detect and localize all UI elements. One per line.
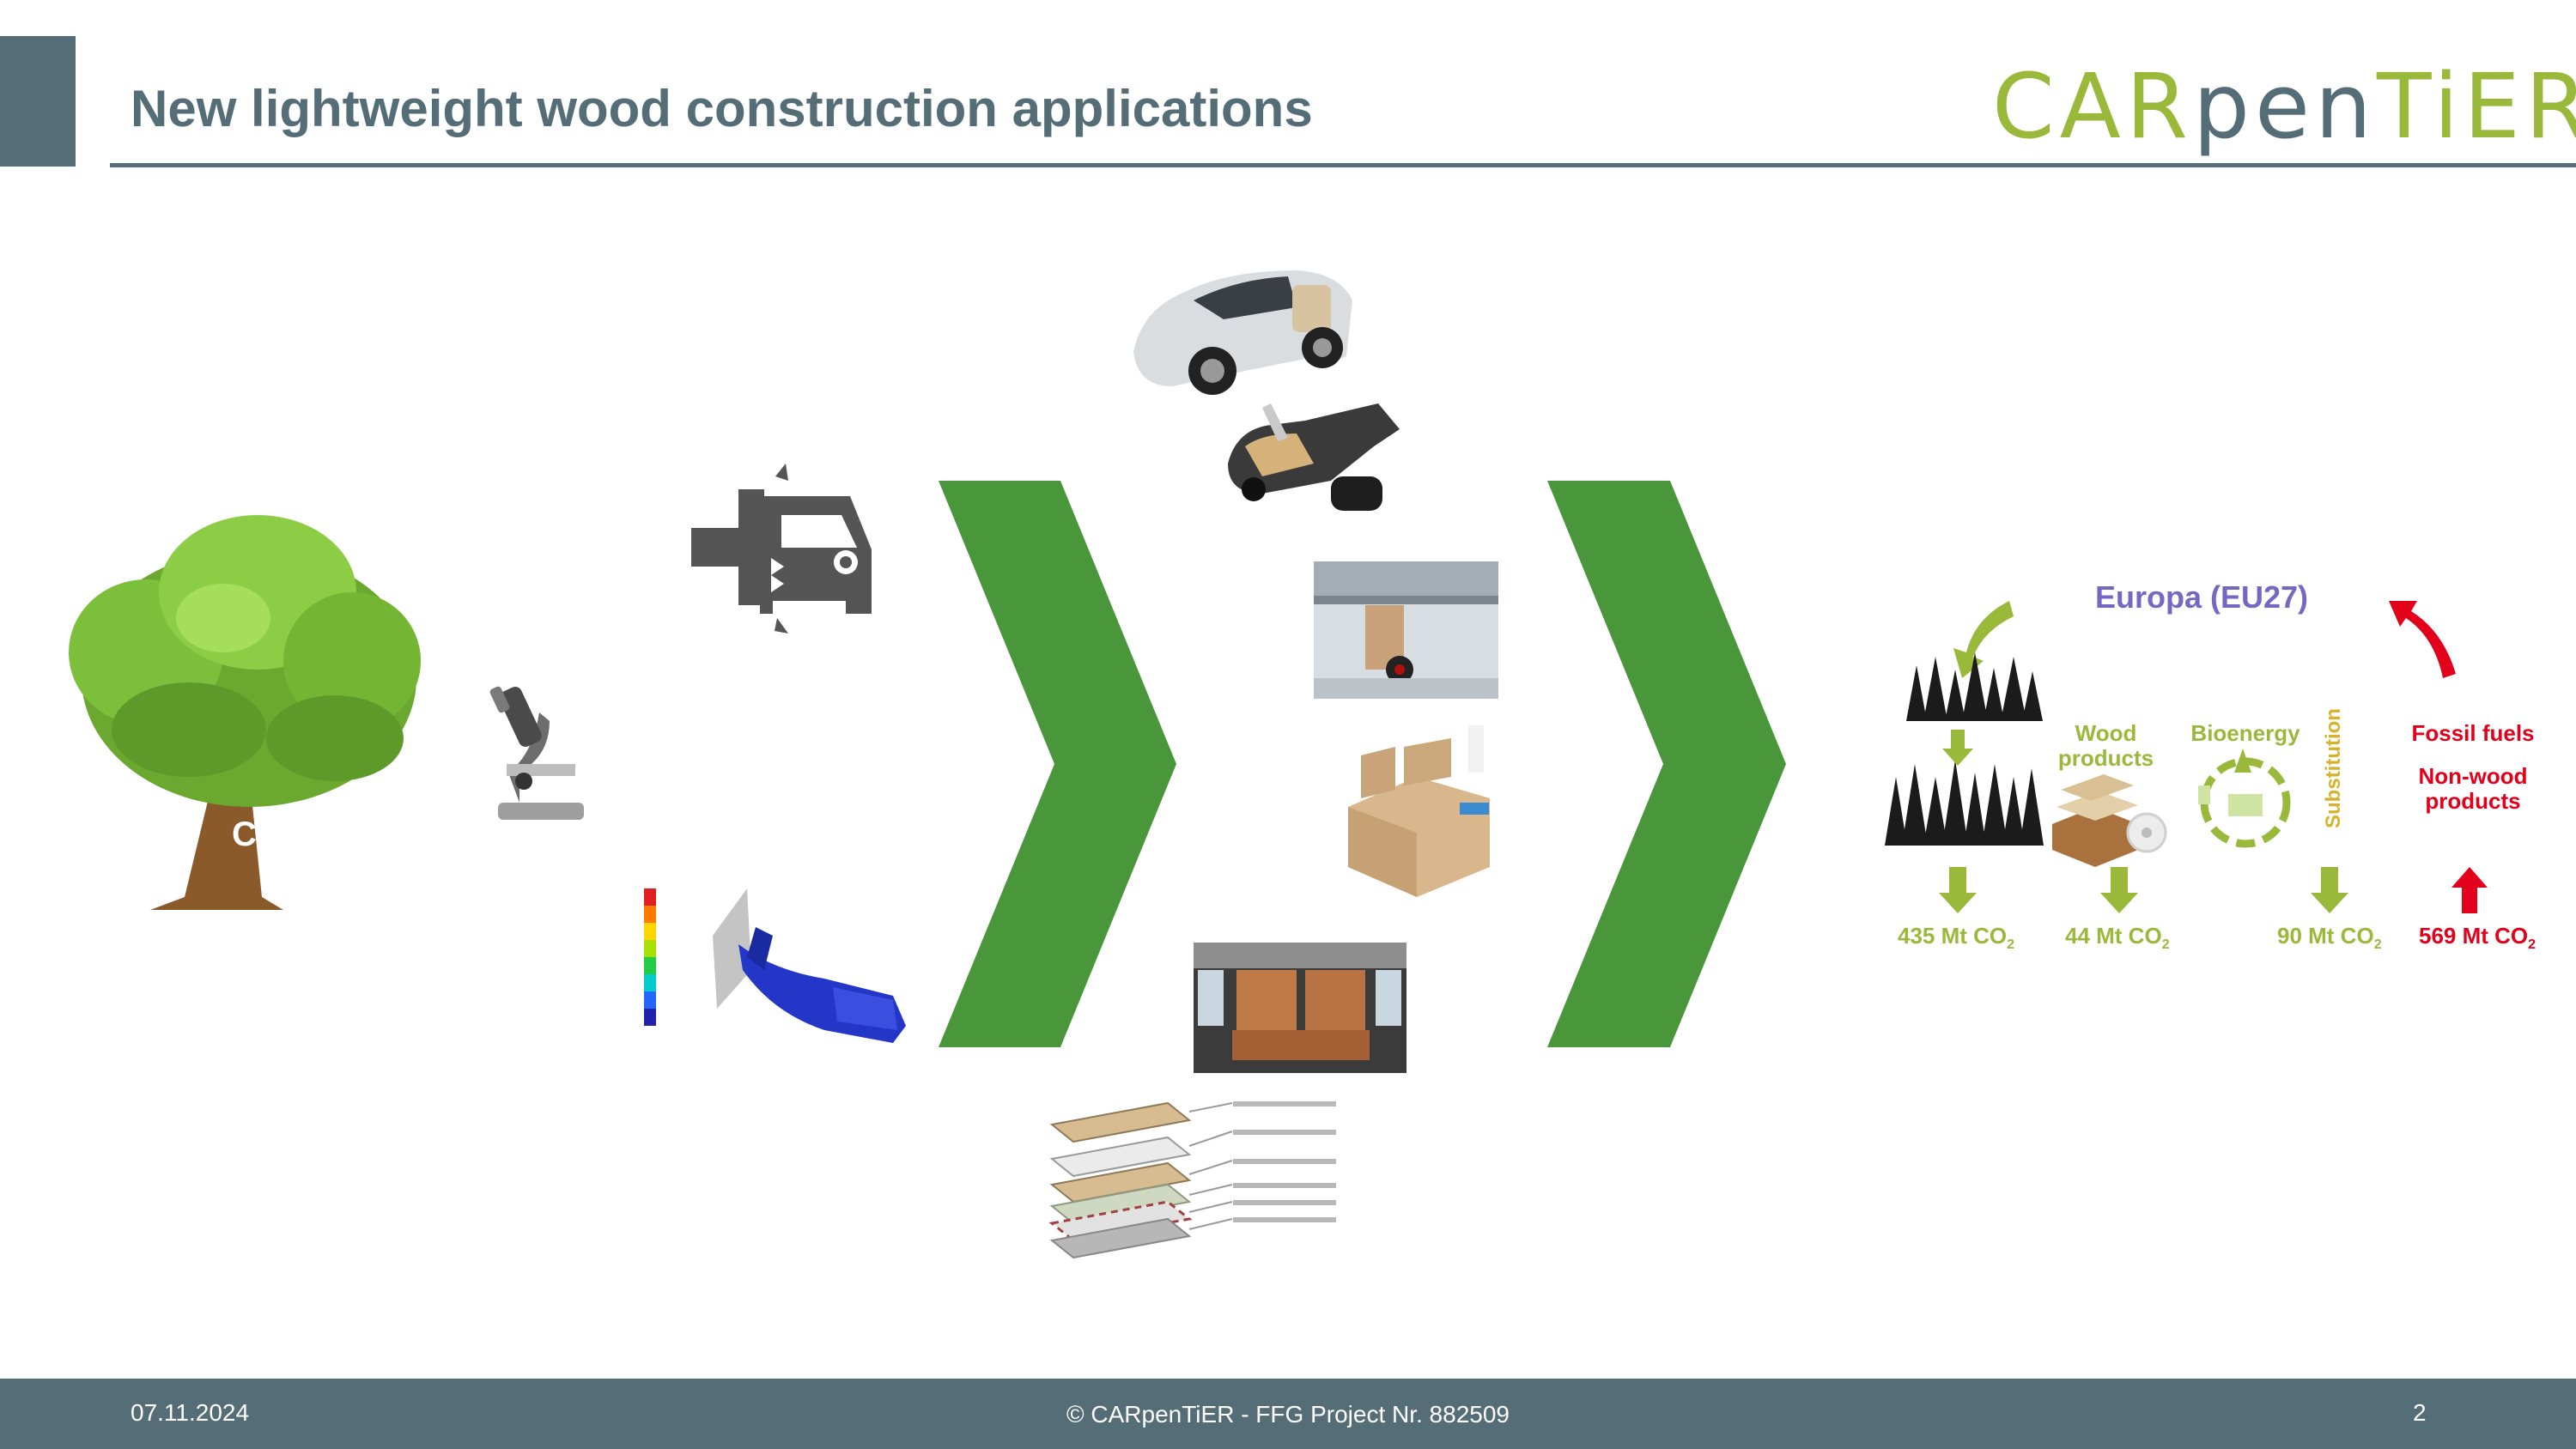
layer-label — [1233, 1217, 1336, 1222]
fossil-fuels-label: Fossil fuels — [2411, 720, 2535, 746]
bioenergy-label: Bioenergy — [2190, 720, 2300, 746]
microscope-icon — [489, 686, 584, 820]
motorbike-image — [1228, 403, 1400, 511]
train-seat-image — [1194, 943, 1406, 1073]
accent-block — [0, 36, 76, 167]
logo-part-3: TiER — [2376, 54, 2576, 159]
aircraft-image — [1314, 561, 1498, 699]
footer-bar: 07.11.2024 © CARpenTiER - FFG Project Nr… — [0, 1379, 2576, 1449]
page-title: New lightweight wood construction applic… — [131, 80, 1313, 137]
logo-part-2: pen — [2193, 54, 2377, 159]
eu-diagram-graphics — [1885, 601, 2488, 913]
carbon-label: C — [232, 815, 257, 853]
substitution-label: Substitution — [2322, 708, 2345, 828]
carpentier-logo: CARpenTiER — [1992, 62, 2576, 151]
layer-label — [1233, 1130, 1336, 1135]
wood-pile-icon — [2052, 774, 2167, 867]
page-number: 2 — [2413, 1399, 2427, 1426]
non-wood-products-label: Non-wood products — [2418, 763, 2528, 814]
forest-icon — [1885, 652, 2044, 846]
eu-diagram-title: Europa (EU27) — [2095, 579, 2309, 615]
title-divider — [110, 163, 2576, 167]
layer-label-lines — [1188, 1102, 1233, 1230]
layer-label — [1233, 1183, 1336, 1188]
simulation-heatmap-icon — [644, 888, 906, 1043]
co2-value-substitution: 90 Mt CO2 — [2277, 923, 2382, 953]
co2-value-forest: 435 Mt CO2 — [1898, 923, 2015, 953]
co2-value-wood-products: 44 Mt CO2 — [2065, 923, 2170, 953]
logo-part-1: CAR — [1992, 54, 2194, 159]
car-crash-icon — [691, 464, 872, 634]
slide-graphics — [69, 270, 2488, 1259]
electric-car-image — [1133, 270, 1352, 395]
tree-icon — [69, 515, 421, 910]
wooden-box-image — [1348, 725, 1490, 897]
layered-panel-diagram — [1048, 1101, 1193, 1259]
co2-value-fossil: 569 Mt CO2 — [2419, 923, 2537, 953]
layer-label — [1233, 1200, 1336, 1205]
chevron-arrow-1 — [939, 481, 1176, 1047]
layer-label — [1233, 1159, 1336, 1164]
wood-products-label: Wood products — [2057, 720, 2154, 771]
layer-label — [1233, 1101, 1336, 1106]
footer-date: 07.11.2024 — [131, 1399, 250, 1426]
footer-copyright: © CARpenTiER - FFG Project Nr. 882509 — [1066, 1401, 1510, 1428]
chevron-arrow-2 — [1547, 481, 1786, 1047]
